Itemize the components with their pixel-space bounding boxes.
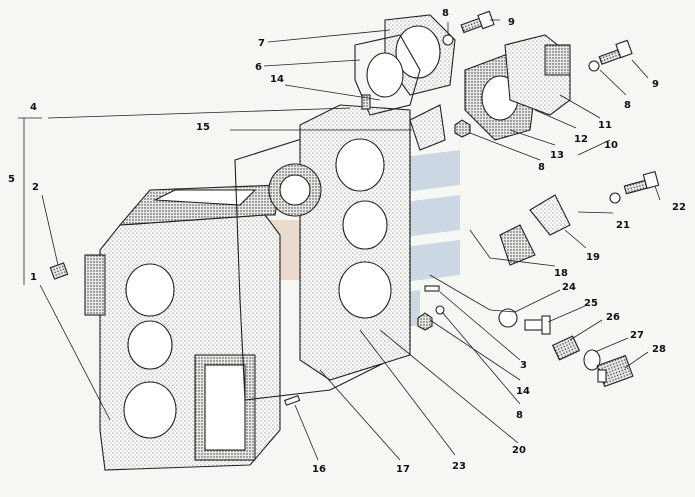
washer-8-right xyxy=(588,60,600,72)
washer-8-top xyxy=(442,34,454,46)
ball-24 xyxy=(498,308,518,328)
main-housing xyxy=(84,184,281,471)
bolt-9-right xyxy=(598,39,633,65)
plug-2 xyxy=(49,262,69,280)
callout-21: 21 xyxy=(616,220,630,231)
callout-14-top: 14 xyxy=(270,74,284,85)
bolt-9-top xyxy=(460,10,495,34)
callout-labels: 1 2 3 4 5 6 7 8 8 8 8 9 9 10 11 12 13 14… xyxy=(8,8,686,475)
callout-17: 17 xyxy=(396,464,410,475)
callout-16: 16 xyxy=(312,464,326,475)
callout-5: 5 xyxy=(8,174,15,185)
leader-lines xyxy=(18,19,661,461)
callout-8-right: 8 xyxy=(624,100,631,111)
callout-19: 19 xyxy=(586,252,600,263)
callout-18: 18 xyxy=(554,268,568,279)
callout-24: 24 xyxy=(562,282,576,293)
callout-1: 1 xyxy=(30,272,37,283)
pin-3 xyxy=(424,285,440,292)
washer-27 xyxy=(583,349,601,371)
callout-25: 25 xyxy=(584,298,598,309)
callout-7: 7 xyxy=(258,38,265,49)
side-cover-assembly xyxy=(464,34,571,141)
callout-15: 15 xyxy=(196,122,210,133)
callout-3: 3 xyxy=(520,360,527,371)
callout-8-mid: 8 xyxy=(538,162,545,173)
fitting-4 xyxy=(361,94,371,110)
gasket-18 xyxy=(499,224,536,266)
callout-14-lower: 14 xyxy=(516,386,530,397)
washer-21 xyxy=(609,192,621,204)
bolt-22 xyxy=(623,171,660,195)
callout-22: 22 xyxy=(672,202,686,213)
callout-8-top: 8 xyxy=(442,8,449,19)
plunger-25 xyxy=(524,315,551,335)
nut-14-lower xyxy=(417,312,433,331)
top-cover-assembly xyxy=(354,14,456,116)
callout-23: 23 xyxy=(452,461,466,472)
callout-10: 10 xyxy=(604,140,618,151)
callout-8-lower: 8 xyxy=(516,410,523,421)
callout-13: 13 xyxy=(550,150,564,161)
callout-6: 6 xyxy=(255,62,262,73)
bracket-15 xyxy=(409,104,446,151)
flange-19 xyxy=(529,194,571,236)
callout-2: 2 xyxy=(32,182,39,193)
callout-20: 20 xyxy=(512,445,526,456)
nut-14-top xyxy=(454,119,471,138)
callout-4: 4 xyxy=(30,102,37,113)
plug-28 xyxy=(596,354,634,388)
callout-28: 28 xyxy=(652,344,666,355)
callout-26: 26 xyxy=(606,312,620,323)
callout-9-top: 9 xyxy=(508,17,515,28)
callout-27: 27 xyxy=(630,330,644,341)
cover-plate xyxy=(268,104,411,381)
callout-12: 12 xyxy=(574,134,588,145)
callout-9-right: 9 xyxy=(652,79,659,90)
callout-11: 11 xyxy=(598,120,612,131)
pin-16 xyxy=(284,395,301,406)
spring-26 xyxy=(551,335,581,361)
